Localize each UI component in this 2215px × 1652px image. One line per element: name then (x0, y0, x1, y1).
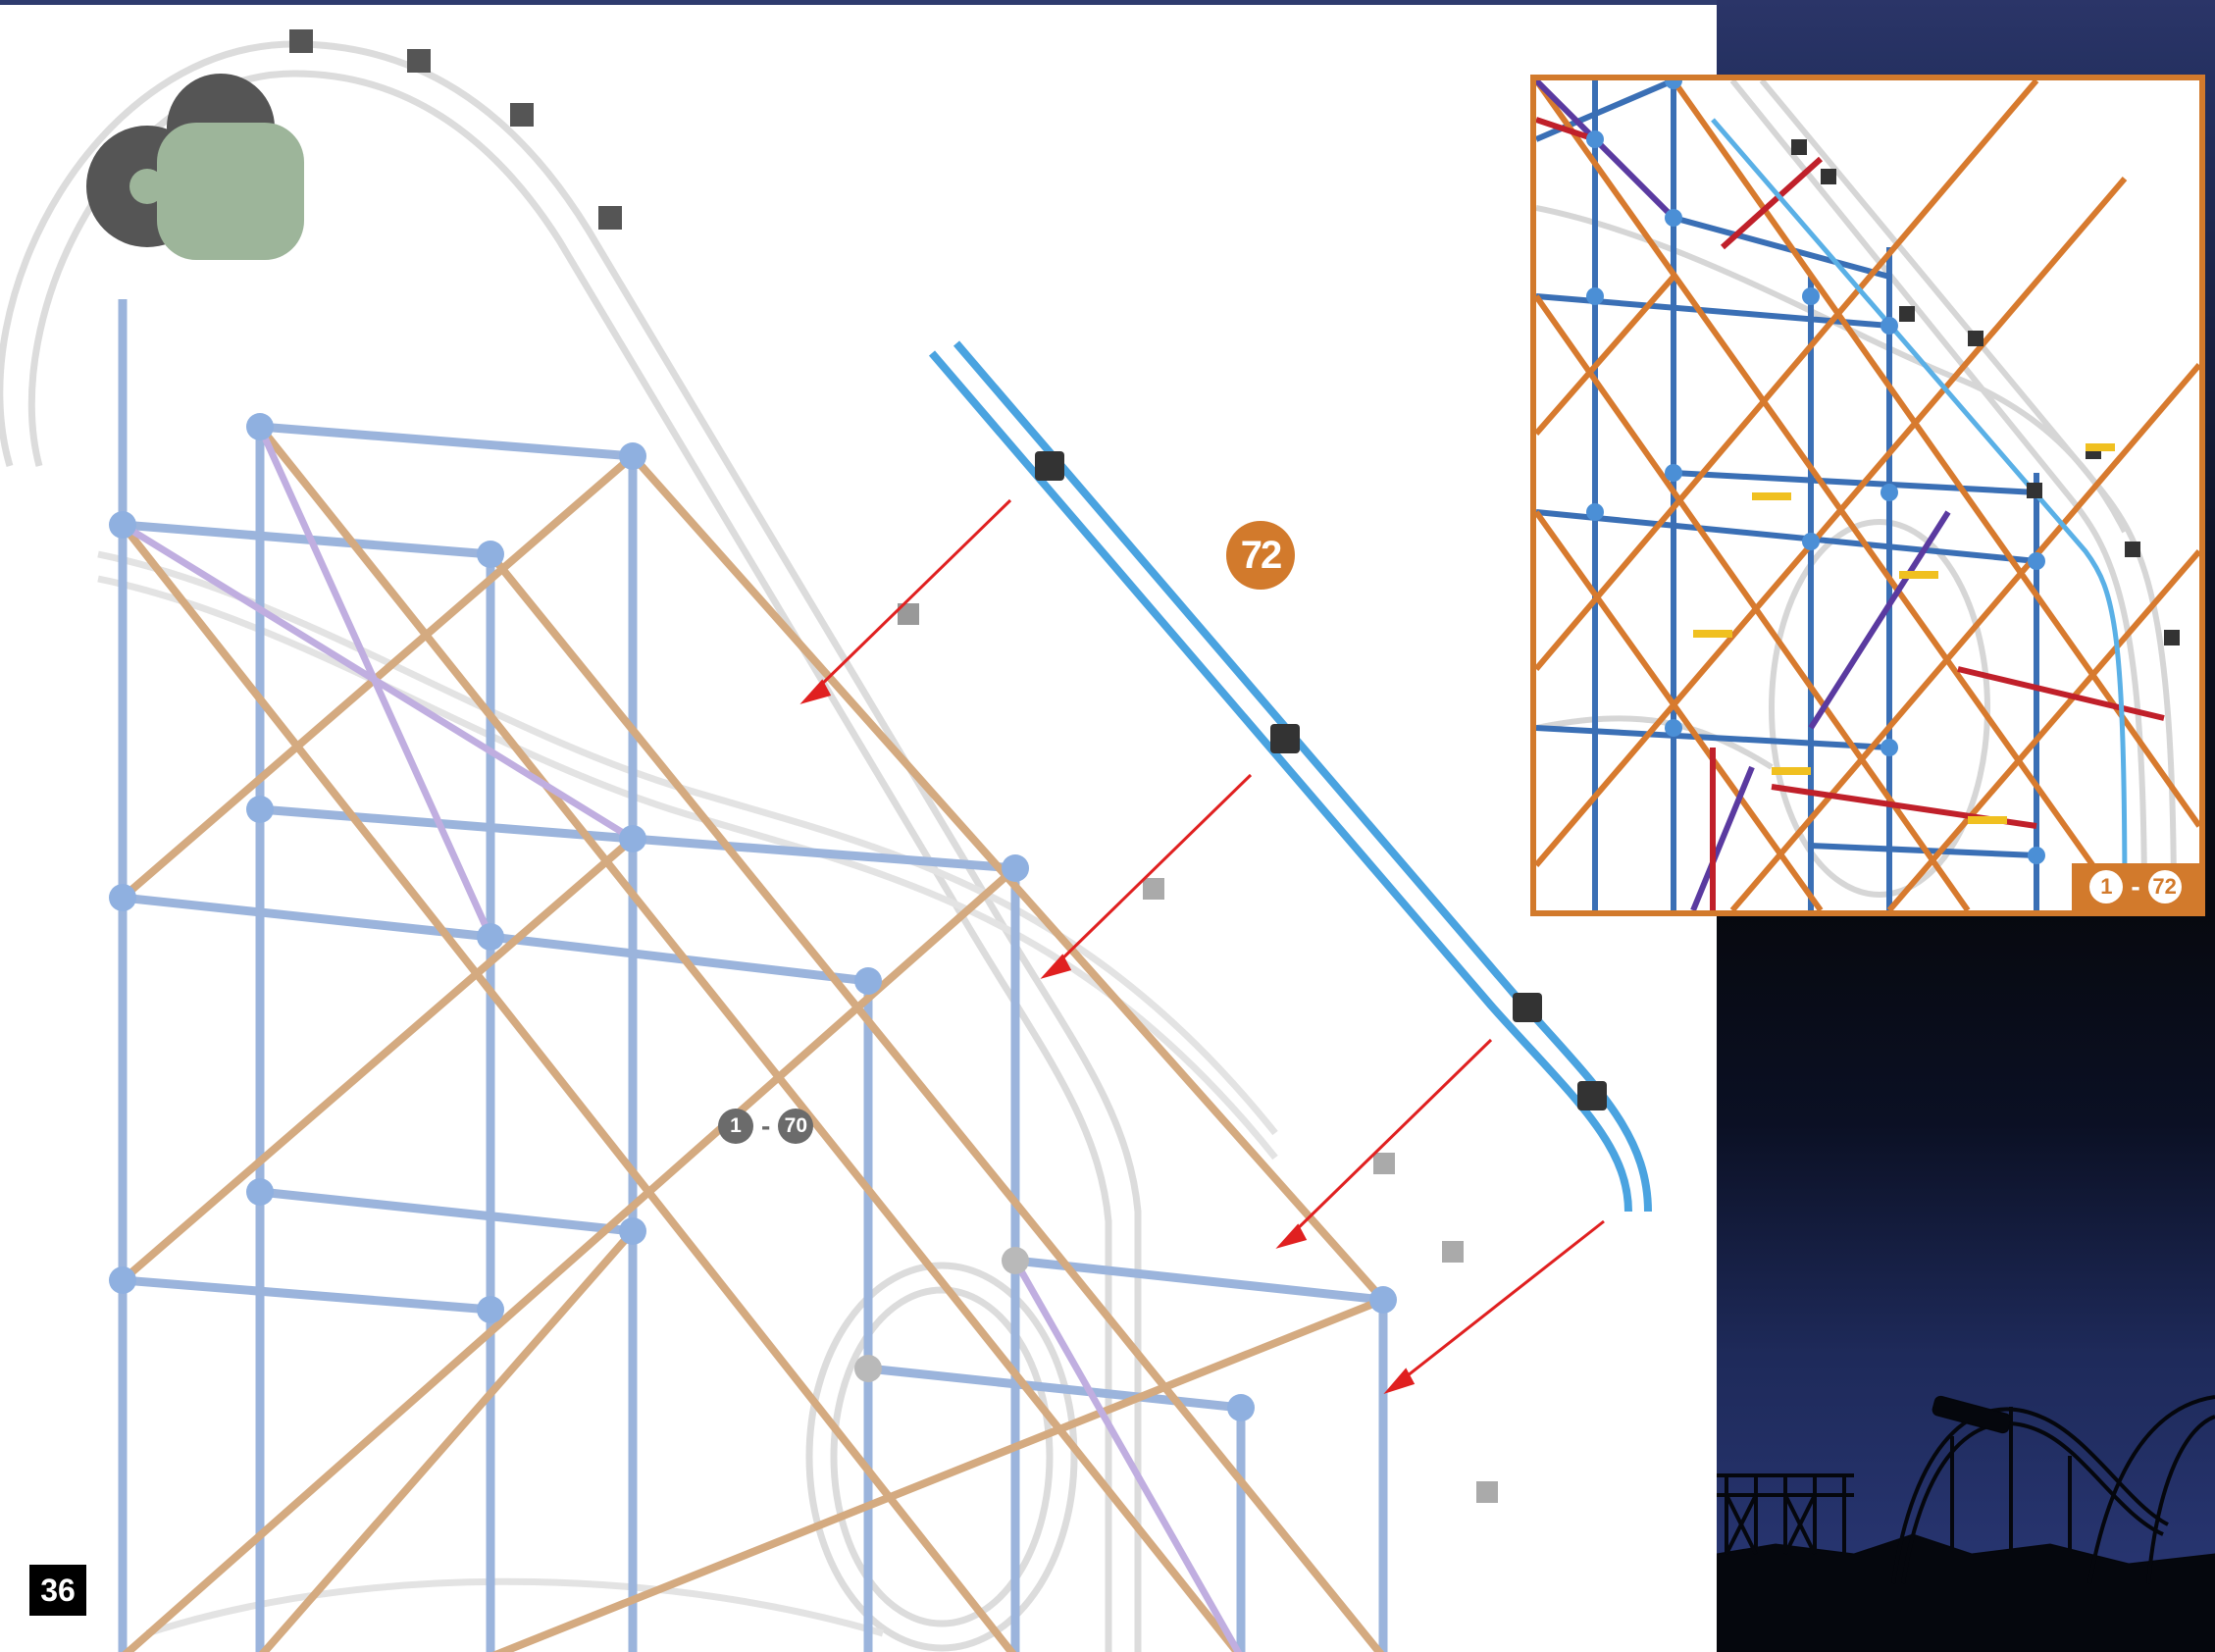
gear-motor-assembly (86, 74, 304, 260)
step-number-badge: 72 (1226, 521, 1295, 590)
page-number: 36 (29, 1565, 86, 1616)
inset-range-end: 72 (2147, 870, 2182, 903)
range-dash: - (761, 1110, 771, 1141)
previous-steps-range: 1 - 70 (718, 1109, 814, 1144)
tan-diagonal-rods (119, 424, 1386, 1652)
purple-diagonal-rods (121, 425, 1243, 1652)
inset-range-dash: - (2131, 871, 2140, 902)
completed-view-inset: 1 - 72 (1530, 75, 2205, 916)
roller-coaster-assembly-diagram (0, 29, 1652, 1652)
inset-range-start: 1 (2089, 870, 2124, 903)
new-track-ties (1035, 451, 1607, 1110)
track-ties (289, 29, 1498, 1503)
inset-assembly-diagram (1536, 80, 2199, 910)
range-start: 1 (718, 1109, 753, 1144)
connectors (109, 413, 1397, 1421)
header-bar (0, 0, 2215, 5)
blue-horizontal-rods (122, 422, 1384, 1413)
existing-track (0, 40, 1278, 1652)
main-diagram (0, 5, 1717, 1652)
range-end: 70 (778, 1109, 814, 1144)
inset-step-range: 1 - 72 (2072, 863, 2199, 910)
placement-arrows (799, 498, 1605, 1395)
coaster-silhouette (1717, 1395, 2215, 1652)
